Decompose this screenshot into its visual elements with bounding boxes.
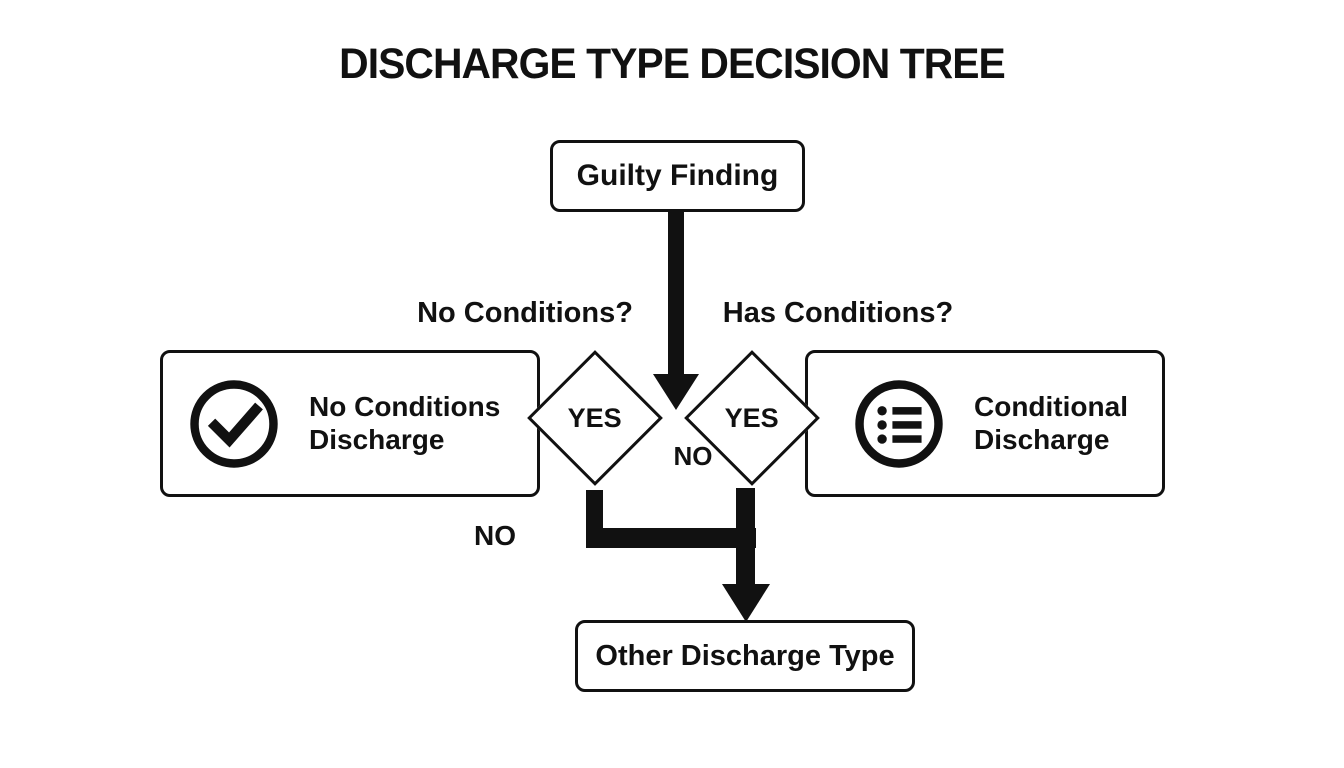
label-no-conditions-question: No Conditions? — [417, 297, 633, 329]
connector-elbow-horizontal — [586, 528, 756, 548]
label-has-conditions-question: Has Conditions? — [722, 297, 954, 329]
node-other-discharge-type-label: Other Discharge Type — [595, 639, 895, 672]
connector-down-to-other — [736, 488, 755, 588]
diamond-no-conditions-yes: YES — [527, 350, 663, 486]
node-guilty-finding: Guilty Finding — [550, 140, 805, 212]
arrow-root-to-decisions-shaft — [668, 210, 684, 378]
node-no-conditions-discharge-label: No Conditions Discharge — [309, 391, 501, 455]
node-no-conditions-discharge: No Conditions Discharge — [160, 350, 540, 497]
check-circle-icon — [187, 377, 281, 471]
list-circle-icon — [852, 377, 946, 471]
label-no-elbow: NO — [474, 520, 516, 551]
diamond-right-yes-label: YES — [724, 402, 780, 433]
arrow-to-other-discharge-head — [722, 584, 770, 622]
node-conditional-discharge-label: Conditional Discharge — [974, 391, 1128, 455]
arrow-root-to-decisions-head — [653, 374, 699, 410]
diamond-left-yes-label: YES — [567, 402, 623, 433]
node-conditional-discharge: Conditional Discharge — [805, 350, 1165, 497]
node-guilty-finding-label: Guilty Finding — [576, 159, 779, 192]
node-other-discharge-type: Other Discharge Type — [575, 620, 915, 692]
diagram-title: DISCHARGE TYPE DECISION TREE — [339, 40, 1006, 88]
label-no-middle: NO — [673, 441, 713, 471]
